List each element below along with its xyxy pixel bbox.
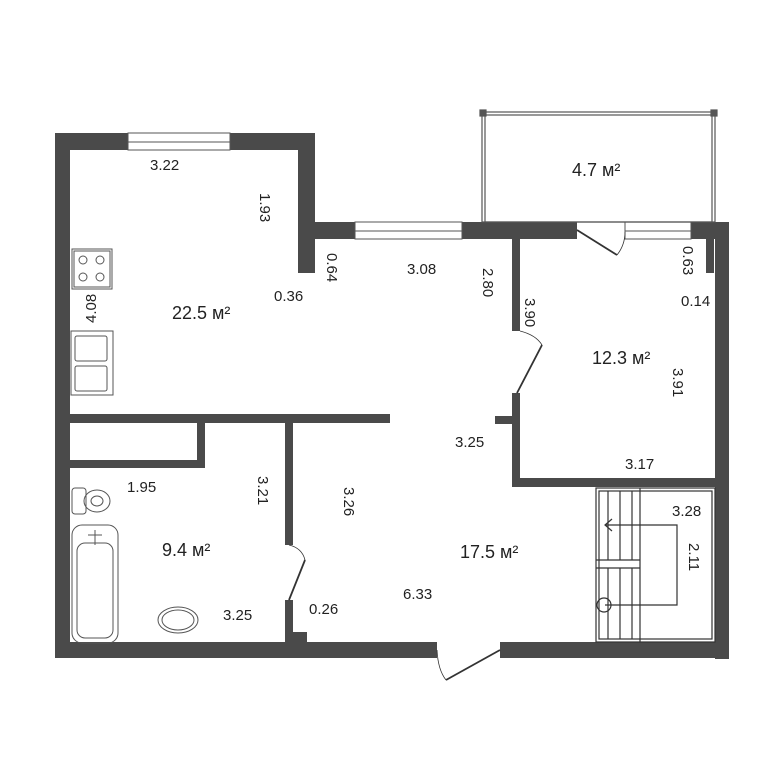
balcony: [479, 109, 718, 223]
dim-hall-mid: 3.25: [455, 434, 484, 451]
dim-hall-top: 3.08: [407, 261, 436, 278]
kitchen-sink-icon: [70, 330, 114, 396]
dim-stair-top: 3.28: [672, 503, 701, 520]
dim-bath-bottom: 3.25: [223, 607, 252, 624]
dim-kitchen-top: 3.22: [150, 157, 179, 174]
dim-hall-bottom: 6.33: [403, 586, 432, 603]
dim-bath-top: 1.95: [127, 479, 156, 496]
dim-kitchen-right: 1.93: [256, 193, 273, 222]
dim-kitchen-notch: 0.36: [274, 288, 303, 305]
stove-icon: [71, 248, 113, 290]
dim-corridor-left: 3.26: [340, 487, 357, 516]
walls: [55, 133, 729, 659]
dim-corridor-notch: 0.26: [309, 601, 338, 618]
dim-bedroom-right: 3.91: [669, 368, 686, 397]
dim-hall-right: 2.80: [479, 268, 496, 297]
washbasin-icon: [157, 606, 199, 634]
dim-bedroom-notch: 0.14: [681, 293, 710, 310]
area-bathroom: 9.4 м²: [162, 540, 210, 560]
area-kitchen: 22.5 м²: [172, 303, 230, 323]
area-bedroom: 12.3 м²: [592, 348, 650, 368]
bathtub-icon: [71, 524, 119, 644]
windows: [127, 132, 692, 240]
dim-bedroom-bottom: 3.17: [625, 456, 654, 473]
dim-kitchen-left: 4.08: [83, 294, 100, 323]
area-balcony: 4.7 м²: [572, 160, 620, 180]
area-hall: 17.5 м²: [460, 542, 518, 562]
dim-stair-right: 2.11: [685, 543, 702, 571]
toilet-icon: [71, 487, 111, 515]
dim-bedroom-left: 3.90: [521, 298, 538, 327]
dim-hall-notch: 0.64: [323, 253, 340, 282]
dim-bath-right: 3.21: [254, 476, 271, 505]
staircase: [595, 487, 716, 643]
doors: [288, 229, 626, 681]
dim-bedroom-top-right: 0.63: [679, 246, 696, 275]
